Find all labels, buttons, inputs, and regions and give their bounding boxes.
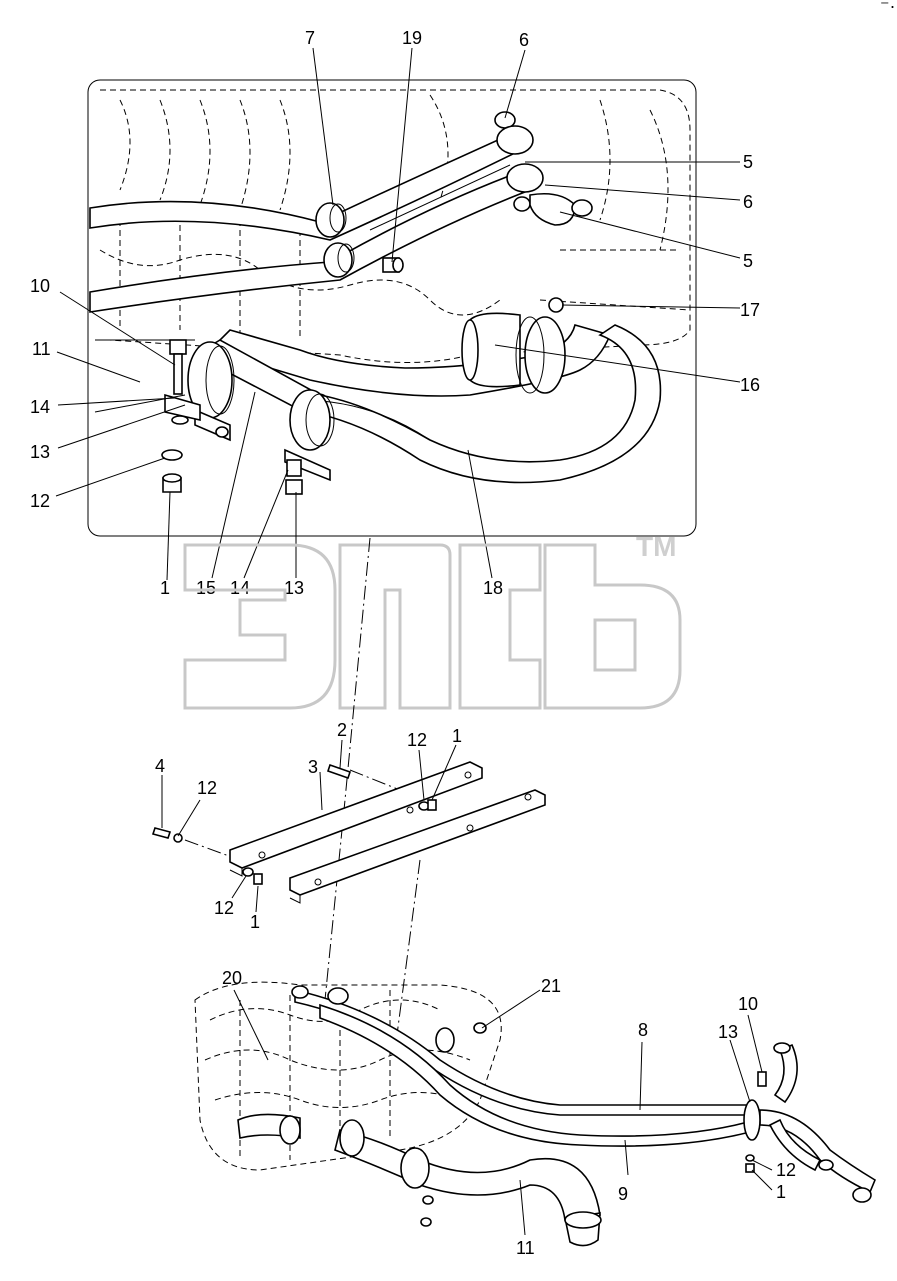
- watermark-logo: TM: [183, 531, 682, 710]
- clamp-14-15: [187, 341, 235, 442]
- bracket-callouts: 2 3 12 1 4 12 12 1: [155, 720, 462, 932]
- callout-6: 6: [743, 192, 753, 212]
- callout-18: 18: [483, 578, 503, 598]
- clamp-7: [315, 202, 355, 278]
- callout-11: 11: [516, 1238, 535, 1258]
- callout-13: 13: [718, 1022, 738, 1042]
- bolt-4: [151, 827, 172, 839]
- callout-12: 12: [214, 898, 234, 918]
- callout-14: 14: [230, 578, 250, 598]
- bolt-2: [326, 763, 352, 780]
- callout-1: 1: [250, 912, 260, 932]
- callout-19: 19: [402, 28, 422, 48]
- fittings-5-6: [494, 111, 593, 226]
- fuel-lines-8-9: [294, 988, 877, 1203]
- callout-9: 9: [618, 1184, 628, 1204]
- fuel-tank-outline: [99, 89, 691, 363]
- bolt-19: [382, 257, 404, 273]
- clamp-13-14: [284, 389, 335, 495]
- callout-1: 1: [452, 726, 462, 746]
- assembly-callouts: 20 21 8 10 13 12 1 9 11: [222, 968, 796, 1258]
- bracket-3-front: [229, 761, 483, 869]
- bracket-view: 2 3 12 1 4 12 12 1: [151, 720, 546, 932]
- callout-6: 6: [519, 30, 529, 50]
- bolt-10-hardware: [161, 339, 201, 493]
- callout-4: 4: [155, 756, 165, 776]
- callout-13: 13: [30, 442, 50, 462]
- callout-15: 15: [196, 578, 216, 598]
- callout-12: 12: [197, 778, 217, 798]
- detail-leaders: [55, 47, 741, 581]
- callout-14: 14: [30, 397, 50, 417]
- detail-view: 7 19 6 5 6 5 17 16 10 11 14 13 12 1 15 1…: [30, 28, 760, 598]
- detail-frame: [87, 79, 697, 537]
- upper-fuel-lines: [89, 128, 531, 313]
- bracket-3-rear: [289, 789, 546, 896]
- washer-12: [173, 833, 183, 843]
- callout-3: 3: [308, 757, 318, 777]
- callout-2: 2: [337, 720, 347, 740]
- callout-13: 13: [284, 578, 304, 598]
- callout-10: 10: [738, 994, 758, 1014]
- callout-1: 1: [776, 1182, 786, 1202]
- nut-1: [427, 799, 437, 811]
- callout-10: 10: [30, 276, 50, 296]
- exhaust-pipe: [193, 324, 662, 484]
- callout-5: 5: [743, 152, 753, 172]
- assembly-fittings: [291, 985, 487, 1053]
- watermark-tm: TM: [636, 531, 676, 562]
- callout-12: 12: [407, 730, 427, 750]
- callout-17: 17: [740, 300, 760, 320]
- clamp-16-17: [461, 297, 566, 394]
- callout-16: 16: [740, 375, 760, 395]
- callout-21: 21: [541, 976, 561, 996]
- exhaust-pipe-11: [237, 1113, 602, 1247]
- callout-11: 11: [32, 339, 51, 359]
- corner-mark: ⁻·: [880, 0, 896, 16]
- callout-1: 1: [160, 578, 170, 598]
- callout-7: 7: [305, 28, 315, 48]
- nut-1: [253, 873, 263, 885]
- callout-8: 8: [638, 1020, 648, 1040]
- washer-12: [242, 867, 254, 877]
- callout-5: 5: [743, 251, 753, 271]
- detail-callouts: 7 19 6 5 6 5 17 16 10 11 14 13 12 1 15 1…: [30, 28, 760, 598]
- callout-12: 12: [30, 491, 50, 511]
- assembly-view: 20 21 8 10 13 12 1 9 11: [194, 968, 877, 1258]
- assembly-leaders: [233, 989, 773, 1236]
- callout-12: 12: [776, 1160, 796, 1180]
- callout-20: 20: [222, 968, 242, 988]
